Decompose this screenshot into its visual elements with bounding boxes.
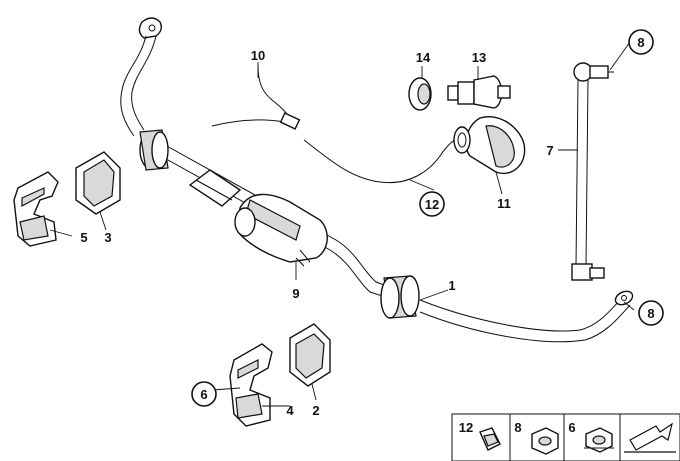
bushing-2: [289, 323, 331, 387]
callout-8-right: 8: [647, 306, 654, 321]
callout-14: 14: [416, 50, 431, 65]
clip-icon: [479, 427, 501, 451]
sensor-unit: [453, 116, 526, 175]
callout-13: 13: [472, 50, 486, 65]
callout-11: 11: [497, 196, 511, 211]
legend-label-6: 6: [568, 420, 575, 435]
callout-8-right-circle: [638, 300, 664, 326]
legend-strip: 12 8 6: [451, 413, 680, 461]
bushing-3: [75, 151, 121, 215]
bracket-lower-4: [229, 343, 273, 427]
bracket-left-5: [13, 171, 59, 247]
callout-4: 4: [286, 403, 294, 418]
callout-7: 7: [546, 143, 553, 158]
bar-bushing-right: [380, 275, 420, 319]
bar-clamp-shell: [188, 169, 242, 207]
grommet: [408, 77, 432, 111]
callout-6-circle: [191, 381, 217, 407]
valve-connector: [447, 75, 511, 109]
legend-label-12: 12: [459, 420, 473, 435]
wiring-harness: [211, 64, 463, 184]
callout-9: 9: [292, 286, 299, 301]
callout-3: 3: [104, 230, 111, 245]
leader-lines: [49, 41, 635, 407]
bar-bushing-left: [139, 129, 169, 171]
callout-5: 5: [80, 230, 87, 245]
hex-nut-icon: [531, 427, 559, 455]
drop-link: [571, 62, 614, 281]
stabilizer-bar: [120, 17, 634, 343]
callout-1: 1: [448, 278, 455, 293]
callout-6: 6: [200, 387, 207, 402]
flange-nut-icon: [584, 427, 614, 453]
legend-label-8: 8: [514, 420, 521, 435]
callout-12: 12: [425, 197, 439, 212]
callout-8-top-circle: [628, 29, 654, 55]
callout-10: 10: [251, 48, 265, 63]
callout-2: 2: [312, 403, 319, 418]
callout-12-circle: [419, 191, 445, 217]
callout-8-top: 8: [637, 35, 644, 50]
arrow-icon: [624, 422, 676, 453]
stabilizer-actuator: [234, 193, 328, 267]
